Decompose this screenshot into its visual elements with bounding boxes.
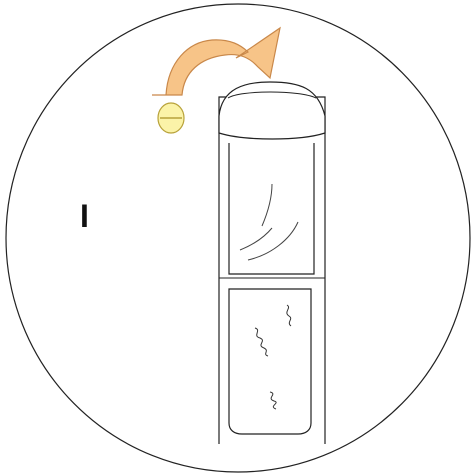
tablet-icon [157, 102, 185, 134]
tube-cap [218, 81, 326, 140]
tube-cap-rim [227, 91, 317, 99]
lower-compartment [228, 288, 312, 435]
tube-outer [218, 96, 326, 444]
step-label: I [80, 198, 89, 234]
particle-3 [269, 391, 277, 410]
frame-circle [5, 3, 471, 473]
upper-sheen-1 [261, 183, 273, 227]
upper-compartment [228, 143, 315, 275]
upper-sheen-2 [247, 221, 299, 261]
upper-sheen-3 [239, 227, 273, 251]
tube-icon [218, 81, 326, 444]
curved-arrow-icon [152, 26, 281, 96]
particle-2 [254, 327, 269, 357]
particle-1 [286, 304, 292, 327]
